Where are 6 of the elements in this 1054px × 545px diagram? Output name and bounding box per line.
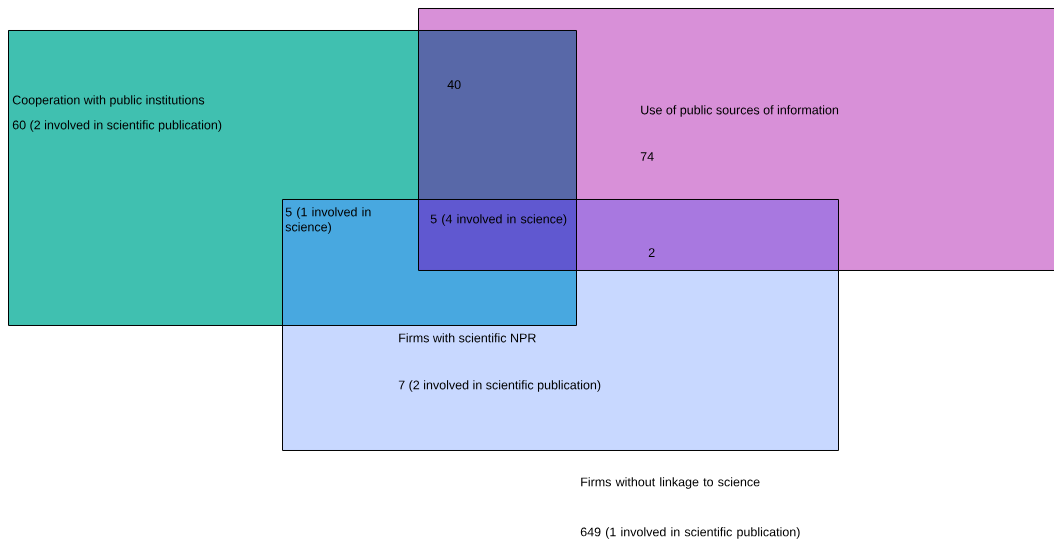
count-label: Firms without linkage to science (581, 477, 760, 489)
count-label: 5 (4 involved in science) (430, 214, 567, 226)
count-label: 649 (1 involved in scientific publication) (580, 527, 800, 539)
count-label: 5 (1 involved in science) (285, 207, 371, 234)
count-label: 40 (447, 80, 461, 90)
count-label: 2 (648, 248, 655, 257)
